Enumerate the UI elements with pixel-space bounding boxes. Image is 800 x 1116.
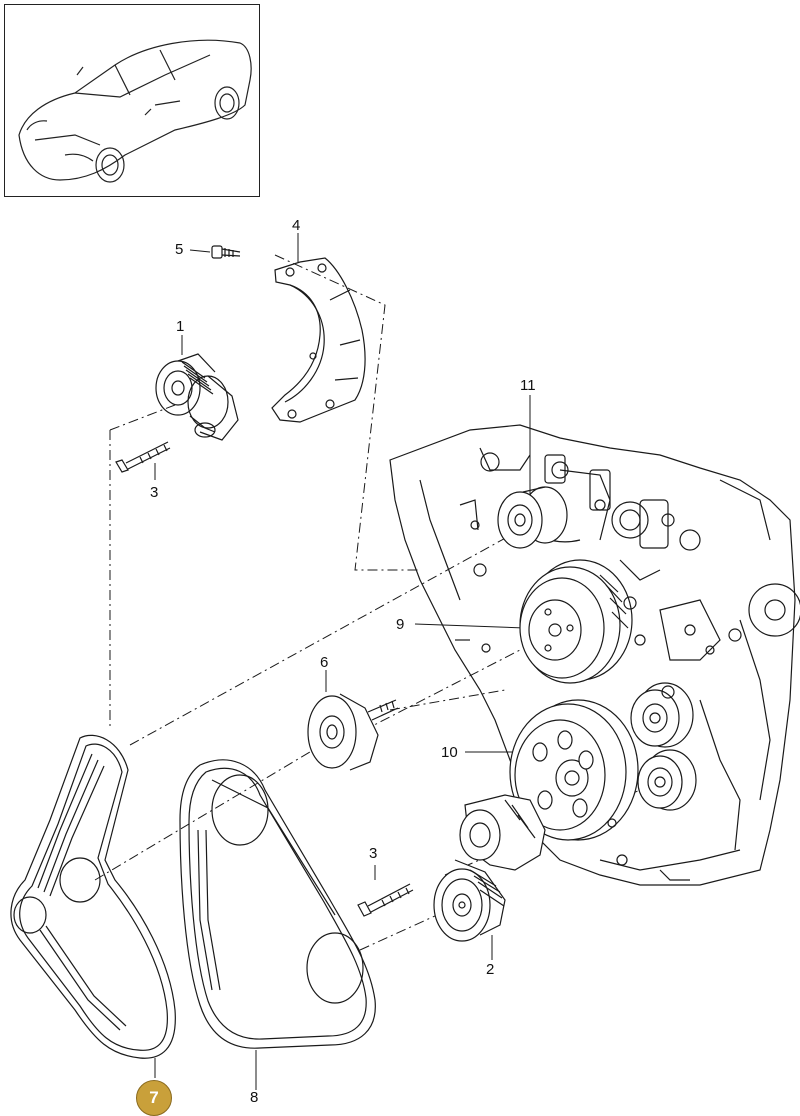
callout-4: 4 <box>292 217 301 234</box>
callout-10: 10 <box>441 744 458 761</box>
part-3-bolt-lower <box>357 883 414 917</box>
car-icon <box>18 39 252 183</box>
engine-block <box>389 424 800 886</box>
callout-9: 9 <box>396 616 405 633</box>
callout-2: 2 <box>486 961 495 978</box>
engine-small-pulleys <box>630 682 697 811</box>
callout-11: 11 <box>520 377 536 394</box>
part-7-belt <box>10 734 176 1059</box>
callout-8: 8 <box>250 1089 259 1106</box>
tensioner-assembly <box>459 794 546 871</box>
leader-lines <box>154 233 531 1090</box>
vehicle-thumbnail <box>4 4 260 197</box>
callout-6: 6 <box>320 654 329 671</box>
part-1-pulley <box>155 353 239 441</box>
engine-fasteners <box>470 499 715 866</box>
callout-3-upper: 3 <box>150 484 159 501</box>
callout-3-lower: 3 <box>369 845 378 862</box>
part-4-bracket <box>271 257 366 423</box>
part-3-bolt-upper <box>115 441 171 473</box>
part-6-pulley <box>307 693 399 771</box>
part-8-belt <box>179 759 376 1049</box>
callout-5: 5 <box>175 241 184 258</box>
part-11-pulley <box>497 486 568 549</box>
callout-1: 1 <box>176 318 185 335</box>
part-10-pulley <box>509 699 639 841</box>
part-2-pulley <box>433 859 506 942</box>
part-5-bolt <box>211 245 241 259</box>
part-9-pulley <box>519 559 633 684</box>
callout-7-badge[interactable]: 7 <box>136 1080 172 1116</box>
